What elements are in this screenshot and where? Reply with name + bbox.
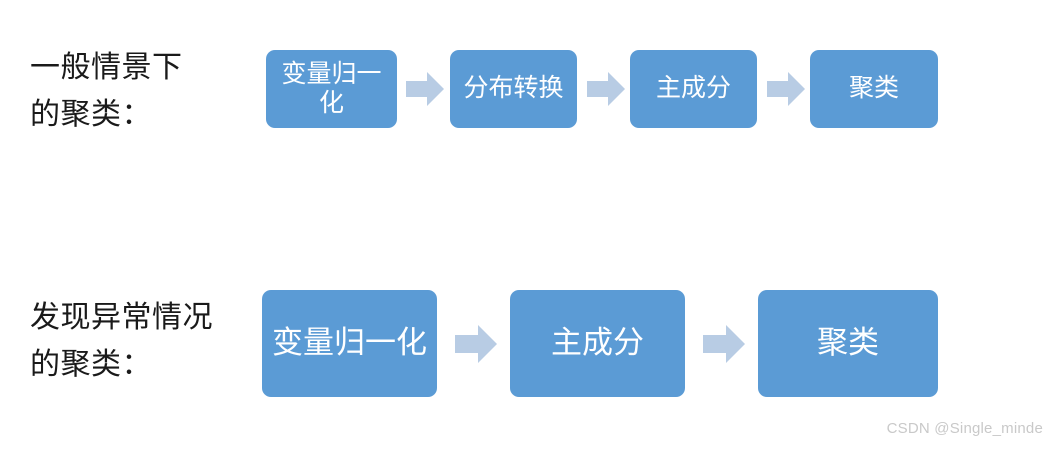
row-2-label: 发现异常情况 的聚类： xyxy=(30,301,213,381)
row-2-step-1-label: 变量归一化 xyxy=(272,325,427,361)
row-1-step-1-label: 变量归一化 xyxy=(281,59,382,118)
row-2-step-3-label: 聚类 xyxy=(817,325,879,361)
row-1-step-4-box[interactable]: 聚类 xyxy=(810,50,938,128)
row-1-arrow-2-icon xyxy=(587,72,625,106)
csdn-watermark: CSDN @Single_minde xyxy=(886,420,1043,437)
row-1-step-3-label: 主成分 xyxy=(655,74,731,103)
row-2-step-2-box[interactable]: 主成分 xyxy=(510,290,685,397)
row-2-arrow-2-icon xyxy=(703,325,745,363)
row-1-step-2-box[interactable]: 分布转换 xyxy=(450,50,577,128)
row-1-step-4-label: 聚类 xyxy=(848,74,899,103)
row-2-step-2-label: 主成分 xyxy=(551,325,644,361)
row-1-step-3-box[interactable]: 主成分 xyxy=(630,50,757,128)
row-2-step-3-box[interactable]: 聚类 xyxy=(758,290,938,397)
row-1-arrow-3-icon xyxy=(767,72,805,106)
row-1-label: 一般情景下 的聚类： xyxy=(30,51,183,131)
row-1-step-2-label: 分布转换 xyxy=(463,74,564,103)
row-2-step-1-box[interactable]: 变量归一化 xyxy=(262,290,437,397)
row-2-arrow-1-icon xyxy=(455,325,497,363)
row-1-arrow-1-icon xyxy=(406,72,444,106)
row-1-step-1-box[interactable]: 变量归一化 xyxy=(266,50,397,128)
